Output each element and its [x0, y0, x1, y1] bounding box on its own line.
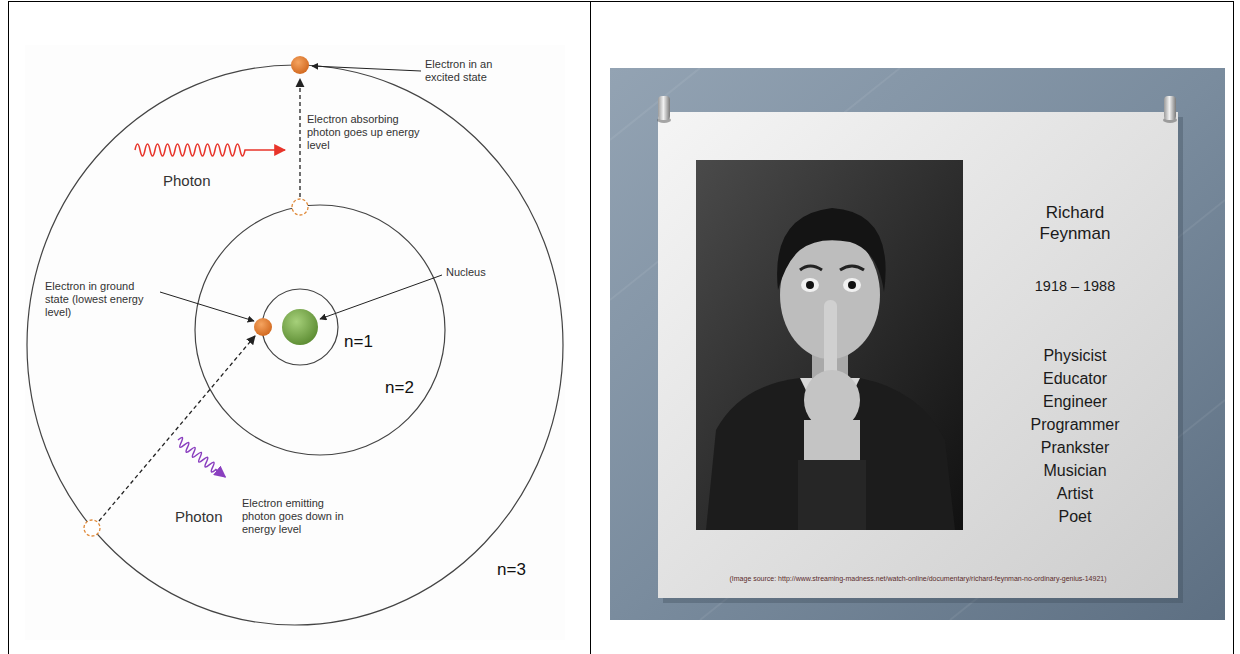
image-source: (Image source: http://www.streaming-madn… — [698, 574, 1138, 583]
role-list: Physicist Educator Engineer Programmer P… — [995, 344, 1155, 528]
level-label: n=2 — [385, 378, 414, 398]
annotation: Nucleus — [446, 266, 486, 279]
eye — [843, 278, 861, 292]
level-label: n=3 — [497, 560, 526, 580]
photon-wave — [135, 144, 285, 156]
pin-body — [658, 96, 670, 120]
orbit-n2 — [195, 205, 445, 455]
pin-body — [1164, 96, 1176, 120]
annotation: Electron emitting photon goes down in en… — [242, 497, 357, 537]
eye — [801, 278, 819, 292]
backdrop-texture — [610, 68, 1225, 620]
transition-arrow — [99, 336, 255, 521]
eyebrow — [840, 266, 864, 270]
electron — [291, 56, 309, 74]
pin — [1163, 96, 1177, 123]
annotation: Electron in an excited state — [425, 58, 525, 84]
raised-finger — [824, 300, 837, 382]
eyebrow — [800, 266, 822, 270]
table-border — [8, 2, 1234, 654]
hair — [777, 208, 886, 292]
table-line — [8, 2, 9, 654]
portrait-photo — [696, 160, 963, 530]
person-name: Richard Feynman — [995, 202, 1155, 244]
orbit-n3 — [27, 65, 563, 625]
annotation: Electron absorbing photon goes up energy… — [307, 113, 432, 153]
slide: Richard Feynman 1918 – 1988Physicist Educ… — [658, 112, 1178, 598]
transition-arrow — [299, 79, 300, 197]
photon-label: Photon — [163, 172, 211, 190]
level-label: n=1 — [344, 332, 373, 352]
orbit-n1 — [262, 289, 338, 365]
pin — [657, 96, 671, 123]
table-line — [1233, 2, 1234, 654]
leader-line — [160, 292, 254, 321]
leader-line — [320, 275, 442, 319]
nucleus — [282, 309, 318, 345]
table-line — [590, 2, 591, 654]
leader-line — [312, 66, 421, 71]
photon-wave — [175, 436, 228, 480]
photon-label: Photon — [175, 508, 223, 526]
photon-wave — [175, 436, 228, 480]
backdrop — [610, 68, 1225, 620]
annotation: Electron in ground state (lowest energy … — [45, 280, 157, 320]
pupil — [806, 281, 814, 289]
former-electron — [292, 199, 308, 215]
pupil — [848, 281, 856, 289]
photo-ground — [696, 160, 963, 530]
table-line — [8, 1, 1234, 2]
panel-ground — [25, 45, 565, 640]
slide-ground — [658, 112, 1178, 598]
former-electron — [84, 520, 100, 536]
life-dates: 1918 – 1988 — [975, 277, 1175, 295]
sleeve — [798, 460, 866, 530]
electron — [254, 318, 272, 336]
